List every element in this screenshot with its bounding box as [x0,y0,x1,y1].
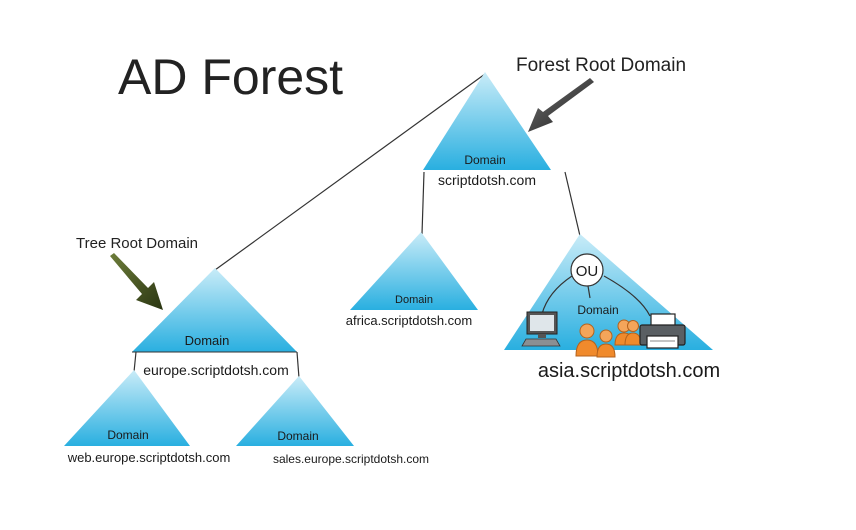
tree-root-label: Tree Root Domain [76,235,198,252]
domain-triangle [132,268,297,352]
domain-label: Domain [577,303,618,317]
tree-root-annotation: Tree Root Domain [76,235,198,310]
ou-link-users [587,285,591,299]
domain-label: Domain [395,294,433,306]
domain-name: africa.scriptdotsh.com [346,313,472,328]
domain-label: Domain [464,153,505,167]
domain-name: scriptdotsh.com [438,172,536,188]
domain-label: Domain [107,428,148,442]
domain-name: sales.europe.scriptdotsh.com [273,452,429,466]
forest-root-label: Forest Root Domain [516,55,686,76]
domain-triangle [64,370,190,446]
tree-root-arrow [110,253,163,310]
connector-lines [133,73,581,379]
person-icon [596,329,616,358]
computer-icon [521,311,561,347]
ou-circle [570,253,604,287]
printer-icon [639,313,686,349]
ou-link-computer [541,275,573,315]
domain-name: web.europe.scriptdotsh.com [67,450,231,465]
forest-root-annotation: Forest Root Domain [516,55,686,132]
domain-asia: OU Domain [504,234,720,382]
domain-europe: Domain europe.scriptdotsh.com [132,268,297,378]
domain-web: Domain web.europe.scriptdotsh.com [64,370,230,465]
domain-triangle [350,232,478,310]
link-root-asia [564,171,581,237]
domain-label: Domain [185,333,230,348]
ou-label: OU [576,263,599,280]
domain-name: asia.scriptdotsh.com [538,360,720,382]
ou-node: OU [570,253,604,287]
domain-root: Domain scriptdotsh.com [423,72,551,188]
person-icon [575,323,599,357]
domain-label: Domain [277,429,318,443]
link-root-africa [421,171,425,235]
ou-link-printer [603,275,651,317]
domain-triangle [236,376,354,446]
domain-triangle [423,72,551,170]
link-europe-web [133,351,137,373]
forest-root-arrow [528,78,594,132]
page-title: AD Forest [118,49,343,105]
link-root-europe [214,73,486,271]
domain-africa: Domain africa.scriptdotsh.com [346,232,478,328]
domain-name: europe.scriptdotsh.com [143,362,289,378]
domain-sales: Domain sales.europe.scriptdotsh.com [236,376,429,466]
link-europe-sales [296,351,300,379]
